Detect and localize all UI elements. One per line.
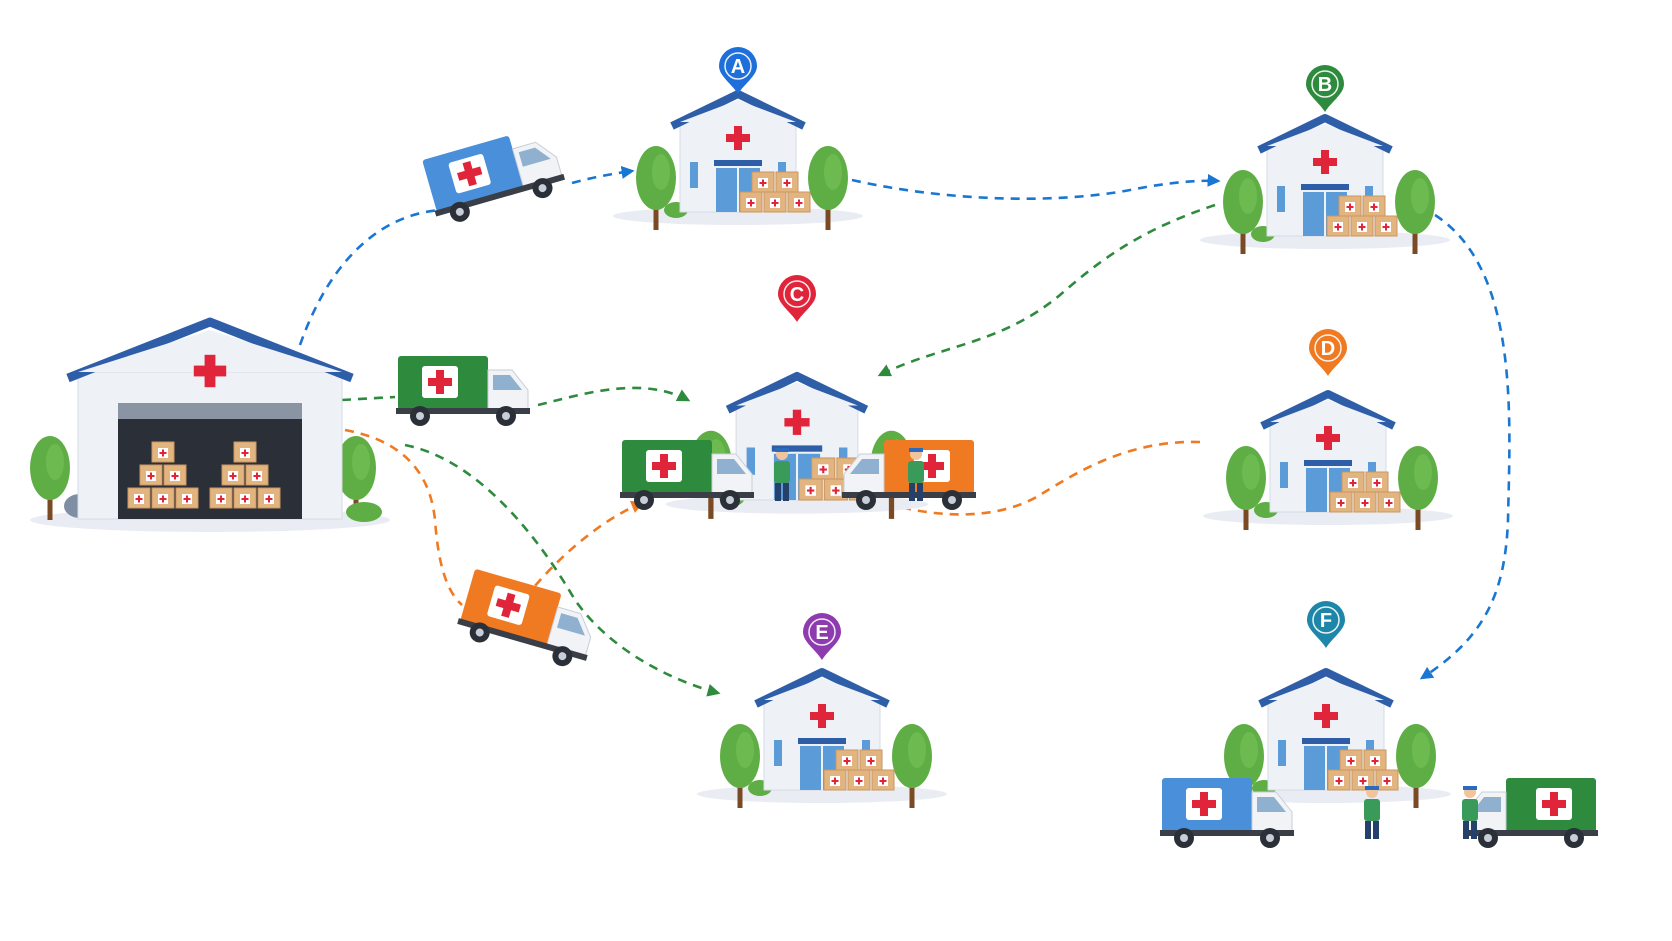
clinic-label: A bbox=[731, 56, 745, 78]
delivery-truck-icon bbox=[396, 356, 530, 426]
clinic-f-unloading bbox=[1160, 778, 1598, 848]
clinic-label: C bbox=[790, 284, 804, 306]
route-blue-A-to-B bbox=[851, 173, 1221, 201]
truck-blue-route bbox=[422, 136, 566, 222]
hospital-icon bbox=[697, 668, 947, 808]
route-orange-truck-to-C bbox=[523, 500, 645, 599]
location-pin-f: F bbox=[1307, 601, 1345, 648]
clinic-c-unloading bbox=[620, 440, 976, 510]
trucks bbox=[396, 136, 1598, 848]
location-pin-b: B bbox=[1306, 65, 1344, 112]
route-green-warehouse-to-truck bbox=[341, 395, 396, 402]
route-orange-warehouse-to-truck bbox=[344, 428, 463, 606]
clinic-d: D bbox=[1203, 329, 1453, 530]
delivery-truck-icon bbox=[1464, 778, 1598, 848]
clinic-e: E bbox=[697, 613, 947, 808]
location-pin-c: C bbox=[778, 275, 816, 322]
truck-orange-route bbox=[457, 569, 592, 667]
clinic-label: B bbox=[1318, 74, 1332, 96]
route-blue-truck-to-A bbox=[571, 165, 635, 185]
delivery-truck-icon bbox=[422, 136, 566, 222]
clinic-f: F bbox=[1201, 601, 1451, 808]
clinic-label: E bbox=[815, 622, 828, 644]
location-pin-e: E bbox=[803, 613, 841, 660]
hospital-icon bbox=[1203, 390, 1453, 530]
delivery-truck-icon bbox=[1160, 778, 1294, 848]
hospital-icon bbox=[1200, 114, 1450, 254]
route-orange-D-to-C bbox=[873, 440, 1201, 516]
clinic-label: D bbox=[1321, 338, 1335, 360]
warehouse-icon bbox=[30, 317, 390, 532]
hospital-icon bbox=[613, 90, 863, 230]
clinic-a: A bbox=[613, 47, 863, 230]
route-green-B-to-C bbox=[877, 203, 1216, 377]
route-blue-warehouse-to-A bbox=[298, 208, 441, 346]
delivery-truck-icon bbox=[620, 440, 754, 510]
routes bbox=[298, 165, 1511, 697]
location-pin-d: D bbox=[1309, 329, 1347, 376]
delivery-truck-icon bbox=[457, 569, 592, 667]
clinics: A B C D E F bbox=[613, 47, 1453, 808]
location-pin-a: A bbox=[719, 47, 757, 94]
truck-green-route bbox=[396, 356, 530, 426]
clinic-b: B bbox=[1200, 65, 1450, 254]
route-green-truck-to-C bbox=[537, 386, 691, 407]
route-green-warehouse-to-E bbox=[404, 443, 721, 697]
route-blue-B-to-F bbox=[1419, 213, 1511, 680]
clinic-label: F bbox=[1320, 610, 1332, 632]
